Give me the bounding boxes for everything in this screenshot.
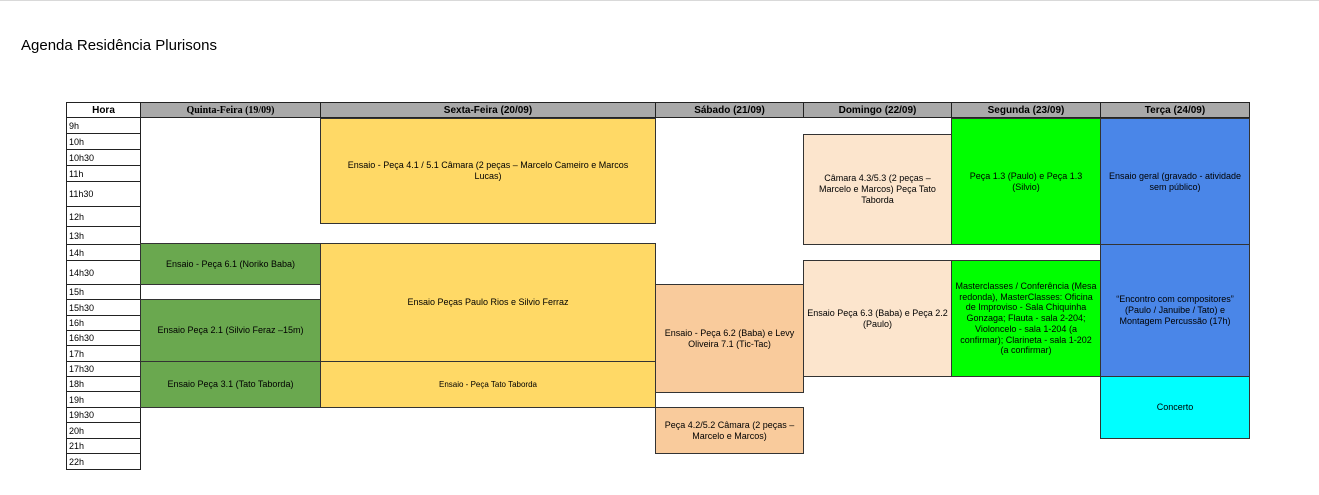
event-label: Ensaio Peça 2.1 (Silvio Feraz –15m) [157, 325, 304, 336]
header-terca: Terça (24/09) [1100, 102, 1250, 118]
header-quinta: Quinta-Feira (19/09) [140, 102, 321, 118]
event-quinta-silvio: Ensaio Peça 2.1 (Silvio Feraz –15m) [140, 299, 321, 362]
event-label: Ensaio Peças Paulo Rios e Silvio Ferraz [407, 297, 569, 308]
time-cell: 14h30 [66, 261, 141, 285]
event-domingo-camara: Câmara 4.3/5.3 (2 peças – Marcelo e Marc… [803, 134, 952, 245]
time-cell: 10h30 [66, 150, 141, 166]
event-label: Masterclasses / Conferência (Mesa redond… [955, 280, 1097, 356]
event-terca-ensaio-geral: Ensaio geral (gravado - atividade sem pú… [1100, 118, 1250, 245]
event-label: Ensaio - Peça 4.1 / 5.1 Câmara (2 peças … [347, 160, 629, 181]
event-terca-concerto: Concerto [1100, 376, 1250, 439]
time-cell: 15h [66, 285, 141, 300]
event-sexta-paulo-silvio: Ensaio Peças Paulo Rios e Silvio Ferraz [320, 243, 656, 362]
time-cell: 19h30 [66, 408, 141, 423]
time-cell: 15h30 [66, 300, 141, 316]
header-segunda: Segunda (23/09) [951, 102, 1101, 118]
event-sabado-camara: Peça 4.2/5.2 Câmara (2 peças – Marcelo e… [655, 407, 804, 454]
event-label: “Encontro com compositores” (Paulo / Jan… [1116, 294, 1234, 326]
header-hora: Hora [66, 102, 141, 118]
time-cell: 20h [66, 423, 141, 439]
event-label: Câmara 4.3/5.3 (2 peças – Marcelo e Marc… [819, 173, 936, 205]
time-cell: 9h [66, 118, 141, 134]
event-label: Ensaio - Peça 6.1 (Noriko Baba) [165, 258, 296, 269]
event-quinta-noriko: Ensaio - Peça 6.1 (Noriko Baba) [140, 243, 321, 285]
time-cell: 17h [66, 346, 141, 362]
event-sexta-tato: Ensaio - Peça Tato Taborda [320, 361, 656, 408]
header-domingo: Domingo (22/09) [803, 102, 952, 118]
time-cell: 11h [66, 166, 141, 182]
event-segunda-masterclasses: Masterclasses / Conferência (Mesa redond… [951, 260, 1101, 377]
time-cell: 10h [66, 134, 141, 150]
event-domingo-baba-paulo: Ensaio Peça 6.3 (Baba) e Peça 2.2 (Paulo… [803, 260, 952, 377]
event-label: Ensaio - Peça 6.2 (Baba) e Levy Oliveira… [664, 327, 795, 349]
time-cell: 22h [66, 454, 141, 470]
time-cell: 18h [66, 377, 141, 392]
time-cell: 17h30 [66, 362, 141, 377]
time-cell: 21h [66, 439, 141, 454]
event-sabado-baba-levy: Ensaio - Peça 6.2 (Baba) e Levy Oliveira… [655, 284, 804, 393]
time-cell: 12h [66, 207, 141, 227]
event-label: Ensaio Peça 3.1 (Tato Taborda) [167, 379, 294, 390]
event-label: Ensaio - Peça Tato Taborda [439, 379, 537, 389]
time-cell: 11h30 [66, 182, 141, 207]
time-cell: 16h [66, 316, 141, 331]
header-sexta: Sexta-Feira (20/09) [320, 102, 656, 118]
event-label: Peça 4.2/5.2 Câmara (2 peças – Marcelo e… [664, 419, 795, 441]
time-cell: 13h [66, 227, 141, 245]
event-label: Concerto [1156, 402, 1194, 413]
event-sexta-camara: Ensaio - Peça 4.1 / 5.1 Câmara (2 peças … [320, 118, 656, 224]
header-sabado: Sábado (21/09) [655, 102, 804, 118]
time-cell: 19h [66, 392, 141, 408]
event-label: Ensaio Peça 6.3 (Baba) e Peça 2.2 (Paulo… [807, 307, 948, 329]
event-terca-encontro: “Encontro com compositores” (Paulo / Jan… [1100, 244, 1250, 377]
event-quinta-tato: Ensaio Peça 3.1 (Tato Taborda) [140, 361, 321, 408]
page-title: Agenda Residência Plurisons [21, 37, 217, 54]
event-label: Ensaio geral (gravado - atividade sem pú… [1108, 170, 1242, 192]
event-label: Peça 1.3 (Paulo) e Peça 1.3 (Silvio) [969, 170, 1083, 192]
time-cell: 16h30 [66, 331, 141, 346]
event-segunda-paulo-silvio: Peça 1.3 (Paulo) e Peça 1.3 (Silvio) [951, 118, 1101, 245]
time-cell: 14h [66, 245, 141, 261]
top-divider [0, 0, 1319, 1]
